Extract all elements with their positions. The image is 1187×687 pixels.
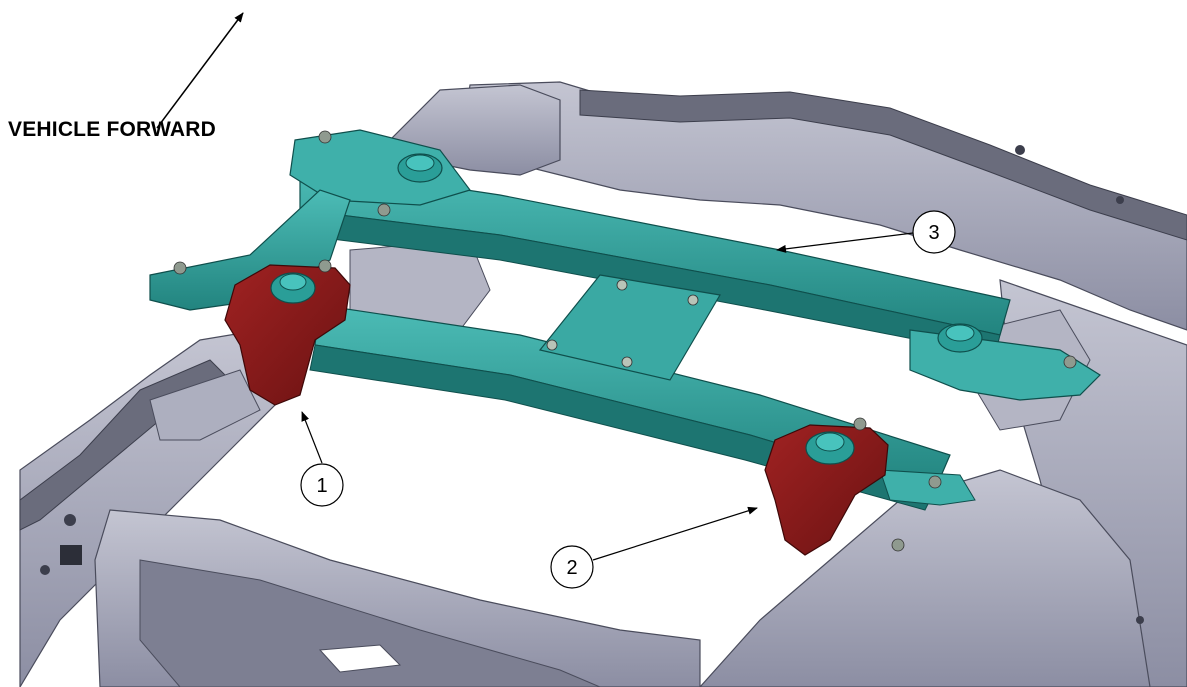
crossmember-bolt bbox=[928, 475, 942, 489]
crossmember-bolt bbox=[377, 203, 391, 217]
callout-2-leader bbox=[592, 506, 758, 561]
frame-slot bbox=[60, 545, 82, 565]
crossmember-left-rail bbox=[149, 189, 351, 311]
frame-hole bbox=[1136, 616, 1144, 624]
callout-3: 3 bbox=[776, 210, 956, 254]
crossmember-right-lower-plate bbox=[879, 469, 976, 506]
crossmember-center-plate bbox=[538, 274, 721, 381]
center-plate-bolt bbox=[616, 279, 628, 291]
body-mount-isolator-top bbox=[945, 324, 975, 342]
crossmember-bolt bbox=[891, 538, 905, 552]
frame-hole bbox=[1015, 145, 1025, 155]
center-plate-bolt bbox=[621, 356, 633, 368]
rear-frame-slot bbox=[318, 644, 402, 673]
right-bracket-bolt bbox=[853, 417, 867, 431]
right-mount-bracket bbox=[764, 417, 889, 556]
crossmember-bolt bbox=[173, 261, 187, 275]
forward-arrow bbox=[156, 12, 244, 129]
crossmember-bolt bbox=[318, 130, 332, 144]
right-rear-frame-rail bbox=[699, 469, 1151, 687]
frame-hole bbox=[40, 565, 50, 575]
left-mount-bracket bbox=[224, 259, 351, 406]
frame-hole bbox=[64, 514, 76, 526]
callout-2-circle bbox=[550, 545, 594, 589]
callout-3-label: 3 bbox=[928, 222, 939, 244]
callout-3-leader bbox=[776, 232, 914, 253]
right-frame-rail-top-flange bbox=[579, 89, 1187, 241]
center-plate-bolt bbox=[687, 294, 699, 306]
callout-1-label: 1 bbox=[316, 475, 327, 497]
left-bracket-isolator-top bbox=[279, 273, 307, 291]
left-bracket-bolt bbox=[318, 259, 332, 273]
body-mount-isolator-top bbox=[405, 154, 435, 172]
rear-frame-crossmember-inner bbox=[139, 559, 601, 687]
callout-1: 1 bbox=[300, 411, 344, 507]
callout-1-leader bbox=[301, 411, 323, 464]
right-bracket-isolator-top bbox=[815, 432, 845, 452]
callout-3-circle bbox=[912, 210, 956, 254]
crossmember-bolt bbox=[1063, 355, 1077, 369]
center-plate-bolt bbox=[546, 339, 558, 351]
vehicle-forward-label: VEHICLE FORWARD bbox=[8, 118, 216, 141]
left-lower-mechanism bbox=[149, 369, 261, 441]
callout-2-label: 2 bbox=[566, 557, 577, 579]
crossmember-top-plate-left bbox=[289, 129, 471, 206]
callout-2: 2 bbox=[550, 506, 758, 589]
frame-hole bbox=[1116, 196, 1124, 204]
callout-1-circle bbox=[300, 463, 344, 507]
